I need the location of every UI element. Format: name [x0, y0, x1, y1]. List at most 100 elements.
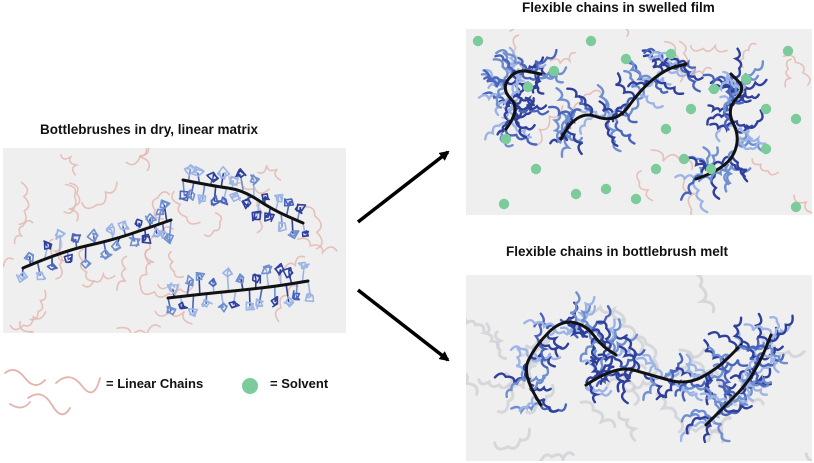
- side-chain: [503, 98, 514, 121]
- side-chain: [682, 383, 703, 402]
- solvent-molecule: [620, 53, 632, 65]
- solvent-molecule: [760, 103, 772, 115]
- side-chain: [679, 63, 701, 93]
- bottlebrush-melt-panel: [466, 275, 812, 461]
- side-chain-stem: [197, 172, 201, 184]
- matrix-chain: [154, 310, 193, 325]
- side-chain: [692, 177, 709, 214]
- side-chain-coil: [144, 213, 157, 225]
- side-chain: [716, 378, 737, 398]
- side-chain-stem: [240, 278, 244, 291]
- matrix-chain: [171, 190, 201, 225]
- side-chain: [743, 323, 773, 337]
- side-chain: [707, 331, 738, 352]
- side-chain: [732, 316, 744, 347]
- side-chain: [518, 395, 537, 412]
- bottom-right-panel-title: Flexible chains in bottlebrush melt: [506, 244, 729, 259]
- side-chain: [606, 318, 622, 354]
- matrix-chain: [19, 320, 34, 333]
- matrix-chain: [13, 219, 34, 245]
- side-chain-coil: [241, 196, 252, 210]
- solvent-molecule: [570, 188, 582, 200]
- matrix-chain: [682, 181, 696, 215]
- matrix-chain: [203, 212, 223, 238]
- side-chain: [641, 49, 664, 73]
- side-chain: [528, 366, 550, 391]
- side-chain-coil: [304, 292, 315, 303]
- side-chain: [758, 353, 785, 368]
- backbone-chain: [694, 72, 744, 181]
- matrix-chain: [81, 181, 118, 210]
- side-chain: [674, 173, 704, 182]
- side-chain-coil: [251, 210, 262, 222]
- matrix-chain: [116, 255, 128, 292]
- side-chain: [685, 416, 711, 435]
- solvent-molecule: [782, 45, 794, 57]
- side-chain-coil: [283, 198, 295, 207]
- solvent-molecule: [705, 163, 717, 175]
- side-chain: [769, 316, 781, 337]
- matrix-chain: [617, 410, 639, 442]
- solvent-molecule: [522, 81, 534, 93]
- matrix-chain: [125, 148, 150, 166]
- side-chain-coil: [141, 233, 152, 244]
- side-chain: [493, 372, 526, 385]
- side-chain: [496, 119, 513, 136]
- side-chain-coil: [70, 233, 82, 243]
- matrix-chain: [466, 317, 486, 333]
- backbone-chain: [524, 320, 618, 407]
- side-chain: [655, 75, 685, 96]
- solvent-molecule: [548, 65, 560, 77]
- side-chain-stem: [248, 289, 251, 307]
- side-chain: [518, 104, 548, 111]
- side-chain-stem: [182, 179, 186, 196]
- side-chain-stem: [280, 213, 283, 227]
- solvent-molecule: [498, 198, 510, 210]
- side-chain: [622, 336, 637, 370]
- matrix-chain: [497, 371, 515, 414]
- side-chain: [514, 95, 535, 107]
- side-chain-coil: [166, 305, 177, 316]
- side-chain-coil: [206, 171, 219, 183]
- side-chain: [565, 124, 584, 156]
- side-chain: [618, 345, 641, 373]
- matrix-chain: [477, 378, 512, 390]
- matrix-chain: [138, 148, 151, 172]
- side-chain-stem: [205, 293, 208, 304]
- side-chain-coil: [177, 301, 188, 310]
- bottlebrush-melt-illustration: [466, 275, 812, 461]
- side-chain: [566, 87, 594, 116]
- side-chain: [680, 413, 708, 427]
- side-chain: [737, 90, 760, 100]
- solvent-molecule: [665, 48, 677, 60]
- matrix-chain: [751, 158, 779, 176]
- side-chain: [655, 381, 678, 401]
- matrix-chain: [479, 322, 500, 350]
- dry-linear-matrix-illustration: [3, 148, 338, 333]
- matrix-chain: [572, 89, 603, 112]
- side-chain-coil: [197, 194, 207, 205]
- side-chain: [680, 174, 704, 201]
- side-chain: [530, 48, 558, 74]
- matrix-chain: [613, 309, 645, 354]
- side-chain: [635, 356, 663, 379]
- matrix-chain: [138, 249, 155, 289]
- side-chain-coil: [128, 236, 141, 248]
- side-chain-coil: [99, 249, 113, 260]
- side-chain: [615, 72, 636, 100]
- side-chain: [518, 105, 550, 116]
- side-chain: [591, 328, 607, 348]
- side-chain-stem: [191, 295, 195, 313]
- solvent-molecule: [585, 35, 597, 47]
- side-chain: [484, 121, 510, 141]
- backbone-chain: [704, 333, 773, 427]
- side-chain: [626, 57, 653, 82]
- side-chain-coil: [117, 220, 130, 231]
- side-chain: [515, 96, 534, 119]
- matrix-chain: [60, 154, 80, 176]
- side-chain: [585, 348, 609, 367]
- side-chain: [510, 68, 527, 104]
- side-chain: [723, 403, 753, 413]
- side-chain: [663, 56, 688, 66]
- matrix-chain: [151, 191, 171, 220]
